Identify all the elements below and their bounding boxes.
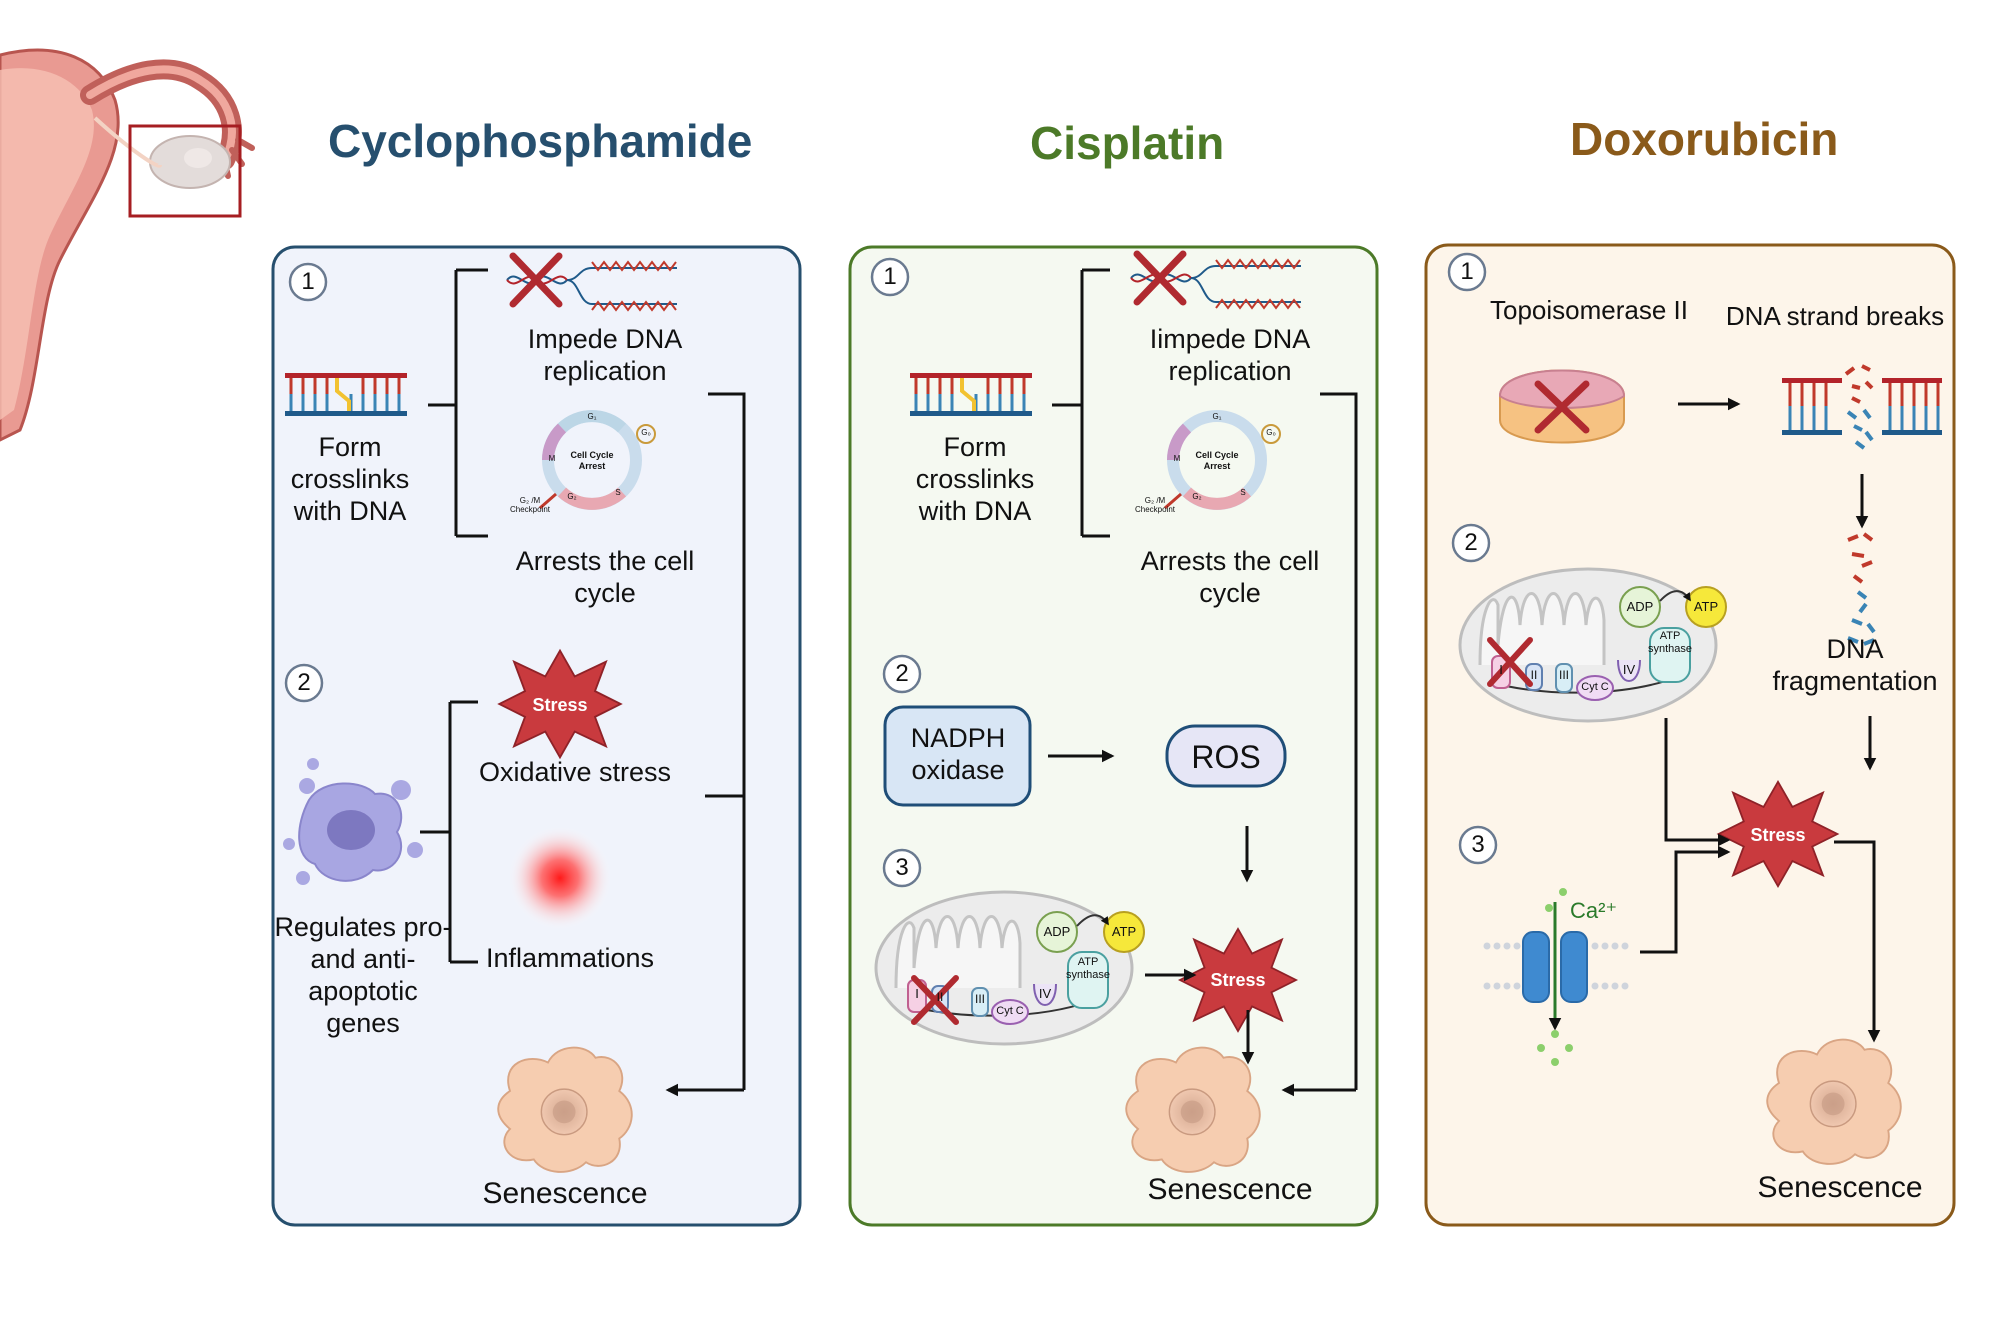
connector-lines <box>420 268 746 1097</box>
arrest-label: Arrests the cell cycle <box>515 546 695 608</box>
adp-label: ADP <box>1043 924 1071 939</box>
senescence-label: Senescence <box>1757 1171 1923 1204</box>
uterus-illustration <box>0 48 255 442</box>
calcium-channel-icon <box>1483 888 1629 1066</box>
crosslinks-label: Form crosslinks with DNA <box>290 432 410 526</box>
m-label: M <box>1173 454 1181 463</box>
title-doxorubicin: Doxorubicin <box>1570 113 1839 165</box>
senescence-label: Senescence <box>1147 1173 1313 1206</box>
complex-iv-label: IV <box>1038 986 1052 1001</box>
atp-synthase-label: ATP synthase <box>1647 630 1693 655</box>
impede-label: Iimpede DNA replication <box>1149 324 1311 386</box>
ros-box <box>1165 724 1287 788</box>
atp-label: ATP <box>1693 599 1719 614</box>
calcium-label: Ca²⁺ <box>1570 898 1618 923</box>
step-number: 3 <box>1471 831 1485 858</box>
m-label: M <box>548 454 556 463</box>
apoptotic-cell-icon <box>283 758 423 885</box>
cell-cycle-icon <box>1164 410 1281 510</box>
step-number: 1 <box>883 263 897 290</box>
cytc-label: Cyt C <box>1581 681 1609 693</box>
senescent-cell-icon <box>497 1046 633 1173</box>
title-cisplatin: Cisplatin <box>1030 117 1225 169</box>
step-number: 2 <box>895 660 909 687</box>
cytc-label: Cyt C <box>996 1005 1024 1017</box>
cell-cycle-label: Cell Cycle Arrest <box>570 450 614 471</box>
complex-iv-label: IV <box>1622 662 1636 677</box>
etc-complexes <box>907 911 1145 1025</box>
g1-label: G₁ <box>1212 412 1222 421</box>
g2-label: G₂ <box>567 492 577 501</box>
step-number: 2 <box>297 669 311 696</box>
senescent-cell-icon <box>1125 1046 1261 1173</box>
arrest-label: Arrests the cell cycle <box>1140 546 1320 608</box>
complex-ii-label: II <box>936 990 944 1004</box>
g1-label: G₁ <box>587 412 597 421</box>
topoisomerase-icon <box>1498 369 1626 444</box>
dna-break-icon <box>1782 364 1942 450</box>
complex-iii-label: III <box>1558 668 1569 682</box>
s-label: S <box>615 488 621 497</box>
complex-i-label: I <box>915 986 919 1001</box>
step-circle <box>1458 825 1498 865</box>
stress-label: Stress <box>1750 825 1806 845</box>
checkpoint-label: G₂ /M Checkpoint <box>509 496 551 515</box>
g0-label: G₀ <box>1266 428 1276 437</box>
inflammation-icon <box>508 826 612 930</box>
topoisomerase-label: Topoisomerase II <box>1490 295 1688 325</box>
step-number: 1 <box>301 268 315 295</box>
step-circle <box>882 848 922 888</box>
crosslinks-label: Form crosslinks with DNA <box>915 432 1035 526</box>
title-cyclophosphamide: Cyclophosphamide <box>328 115 753 167</box>
ros-label: ROS <box>1191 739 1261 775</box>
genes-label: Regulates pro- and anti- apoptotic genes <box>274 912 452 1038</box>
checkpoint-label: G₂ /M Checkpoint <box>1134 496 1176 515</box>
atp-synthase-label: ATP synthase <box>1065 956 1111 981</box>
stress-label: Stress <box>1210 970 1266 990</box>
nadph-oxidase-box <box>883 705 1032 807</box>
complex-i-label: I <box>1499 662 1503 677</box>
step-circle <box>284 663 324 703</box>
complex-iii-label: III <box>974 992 985 1006</box>
cell-cycle-icon <box>539 410 656 510</box>
complex-ii-label: II <box>1530 668 1538 682</box>
etc-complexes <box>1487 586 1727 701</box>
panel-doxorubicin <box>1424 243 1956 1227</box>
step-circle <box>288 262 328 302</box>
senescence-label: Senescence <box>482 1177 648 1210</box>
g2-label: G₂ <box>1192 492 1202 501</box>
step-number: 3 <box>895 854 909 881</box>
g0-label: G₀ <box>641 428 651 437</box>
nadph-label: NADPH oxidase <box>910 723 1006 785</box>
step-circle <box>870 257 910 297</box>
stress-label: Stress <box>532 695 588 715</box>
step-number: 1 <box>1460 258 1474 285</box>
step-circle <box>1447 252 1487 292</box>
dna-fragment-icon <box>1847 532 1876 646</box>
impede-label: Impede DNA replication <box>527 324 683 386</box>
senescent-cell-icon <box>1766 1038 1902 1165</box>
adp-label: ADP <box>1626 599 1654 614</box>
connector-lines <box>1048 268 1358 1097</box>
step-circle <box>1451 523 1491 563</box>
cell-cycle-label: Cell Cycle Arrest <box>1195 450 1239 471</box>
step-circle <box>882 654 922 694</box>
inflammation-label: Inflammations <box>485 943 655 973</box>
atp-label: ATP <box>1111 924 1137 939</box>
oxidative-label: Oxidative stress <box>478 757 672 787</box>
connector-lines <box>1640 397 1881 1043</box>
s-label: S <box>1240 488 1246 497</box>
fragmentation-label: DNA fragmentation <box>1772 634 1938 696</box>
step-number: 2 <box>1464 529 1478 556</box>
strand-breaks-label: DNA strand breaks <box>1725 301 1945 331</box>
